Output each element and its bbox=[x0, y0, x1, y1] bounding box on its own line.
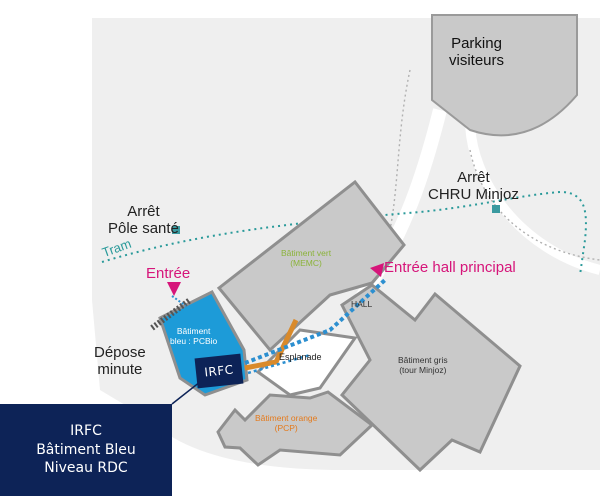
tram-stop-chru-minjoz bbox=[492, 205, 500, 213]
building-vert bbox=[216, 179, 406, 353]
building-vert-label: Bâtiment vert (MEMC) bbox=[281, 248, 332, 268]
irfc-tag: IRFC bbox=[194, 353, 244, 389]
building-orange-label: Bâtiment orange (PCP) bbox=[255, 413, 318, 433]
route-to-hall bbox=[244, 278, 387, 365]
entree-label: Entrée bbox=[146, 265, 191, 282]
legend-line-3: Niveau RDC bbox=[44, 460, 128, 477]
building-orange bbox=[216, 390, 375, 467]
road-edge-dots-2 bbox=[469, 149, 600, 261]
road-parking bbox=[465, 119, 600, 275]
building-bleu-label: Bâtiment bleu : PCBio bbox=[170, 326, 218, 346]
entree-hall-marker bbox=[370, 263, 384, 277]
entree-path bbox=[171, 295, 187, 307]
entree-hall-principal-label: Entrée hall principal bbox=[384, 259, 516, 276]
tram-stop-pole-sante bbox=[172, 226, 180, 234]
parking-area bbox=[431, 14, 578, 137]
orange-path bbox=[244, 318, 299, 371]
legend-line-2: Bâtiment Bleu bbox=[36, 441, 136, 458]
depose-minute-label: Dépose minute bbox=[94, 344, 146, 379]
esplanade bbox=[255, 328, 358, 397]
tram-stop-label-chru-minjoz: Arrêt CHRU Minjoz bbox=[428, 169, 519, 204]
building-gris-label: Bâtiment gris (tour Minjoz) bbox=[398, 355, 448, 375]
esplanade-label: Esplanade bbox=[279, 352, 322, 362]
tram-stop-label-pole-sante: Arrêt Pôle santé bbox=[108, 203, 179, 238]
parking-label: Parking visiteurs bbox=[449, 35, 505, 70]
entree-marker bbox=[167, 282, 181, 296]
route-dots-lower bbox=[247, 353, 311, 375]
legend-line-1: IRFC bbox=[70, 422, 102, 439]
building-gris bbox=[339, 283, 522, 473]
hall-label: HALL bbox=[351, 299, 373, 309]
legend-box: IRFC Bâtiment Bleu Niveau RDC bbox=[0, 404, 172, 496]
